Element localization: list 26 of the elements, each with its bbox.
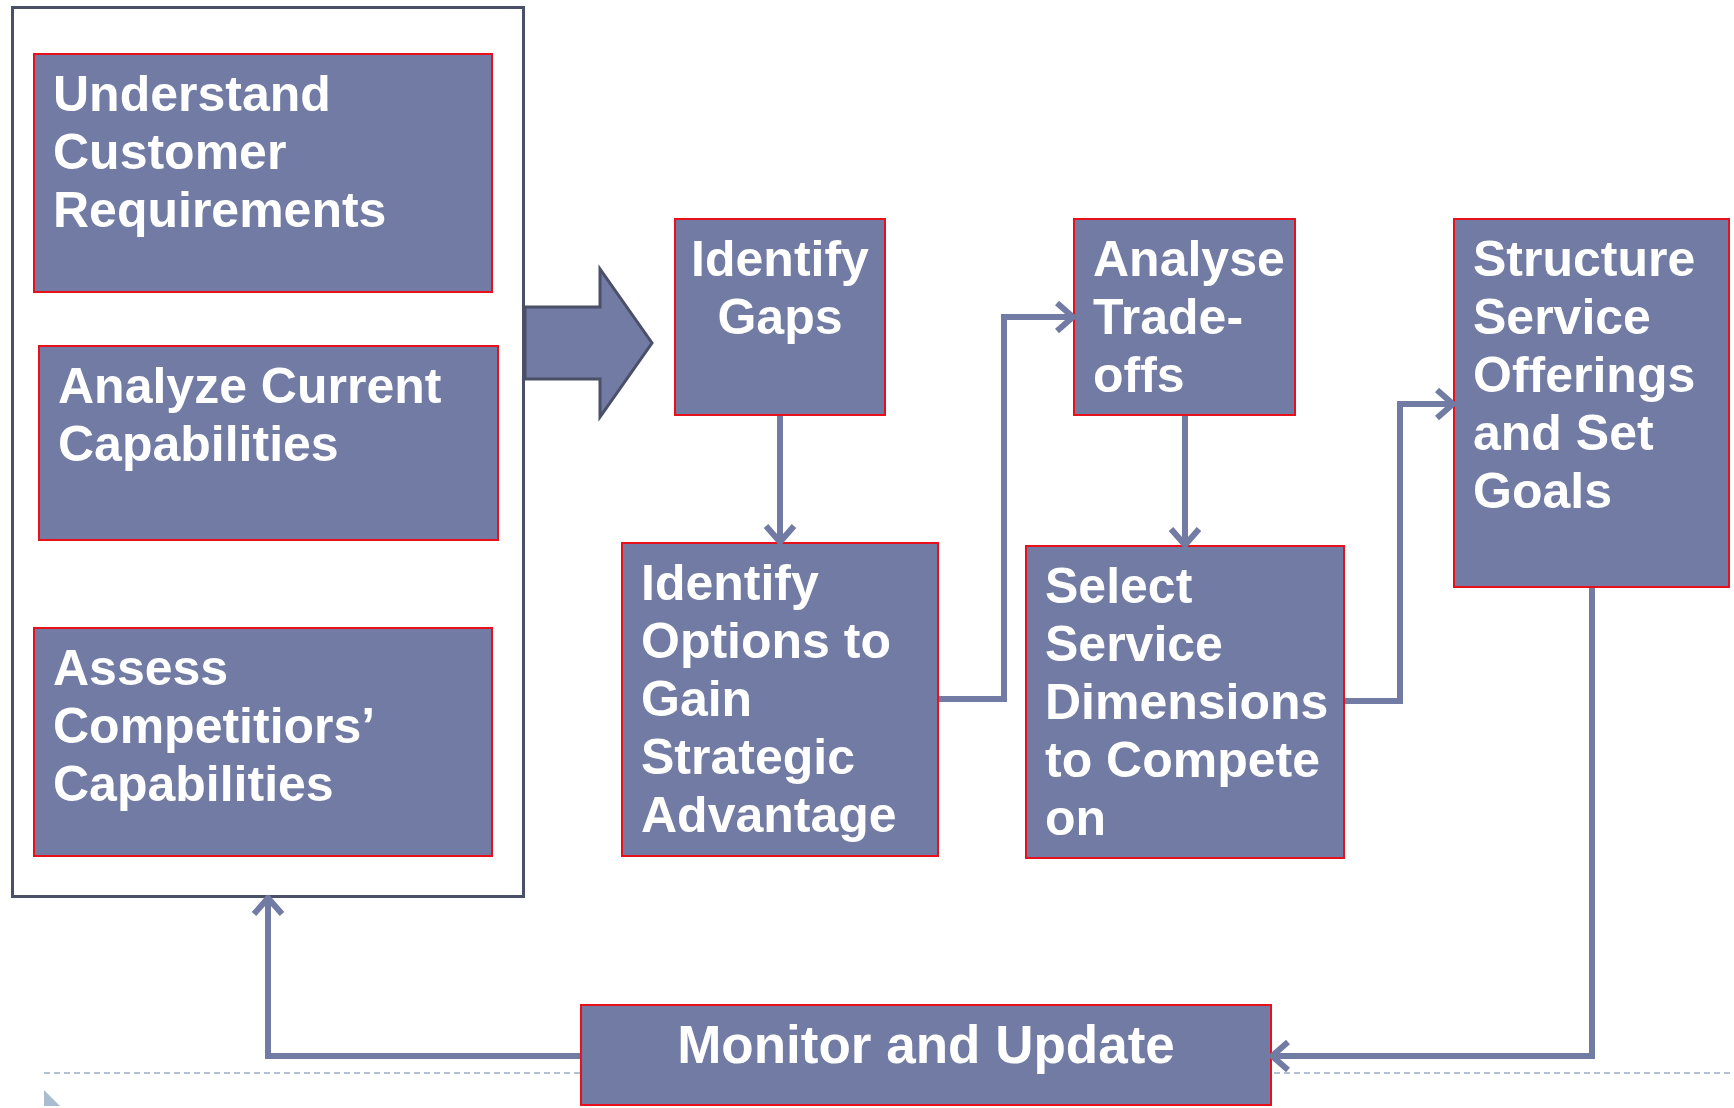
arrow — [251, 895, 580, 1059]
process-box — [1025, 545, 1345, 859]
process-box — [1453, 218, 1730, 588]
step-label: Structure Service Offerings and Set Goals — [1473, 230, 1697, 520]
arrow — [1269, 588, 1595, 1073]
arrow — [939, 300, 1076, 702]
process-box — [621, 542, 939, 857]
process-box — [580, 1004, 1272, 1106]
step-label: Assess Competitiors’ Capabilities — [53, 639, 374, 813]
process-box — [1073, 218, 1296, 416]
arrow — [1345, 387, 1456, 704]
step-label: Understand Customer Requirements — [53, 65, 388, 239]
process-box — [33, 627, 493, 857]
step-label: Identify Gaps — [691, 230, 869, 346]
step-label: Monitor and Update — [677, 1014, 1175, 1076]
process-box — [674, 218, 886, 416]
step-label: Select Service Dimensions to Compete on — [1045, 557, 1329, 847]
process-box — [38, 345, 499, 541]
step-label: Identify Options to Gain Strategic Advantage — [641, 554, 898, 844]
block-arrow — [523, 264, 654, 422]
step-label: Analyse Trade-offs — [1093, 230, 1285, 404]
arrow — [763, 416, 797, 545]
process-box — [33, 53, 493, 293]
arrow — [1168, 416, 1202, 548]
group-frame — [11, 6, 525, 898]
step-label: Analyze Current Capabilities — [58, 357, 443, 473]
